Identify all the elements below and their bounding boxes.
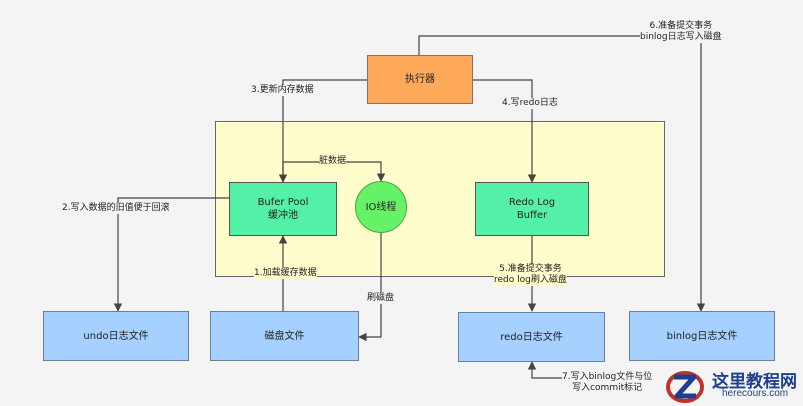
label-step6-line1: 6.准备提交事务 [649, 21, 713, 31]
label-step5-line2: redo log刷入磁盘 [494, 275, 567, 285]
label-step7-line2: 写入commit标记 [572, 383, 643, 393]
watermark-logo-icon [666, 371, 704, 403]
edge-update-memory [278, 79, 367, 183]
binlog-file-label: binlog日志文件 [666, 330, 738, 342]
redo-file-label: redo日志文件 [500, 331, 563, 343]
label-step3: 3.更新内存数据 [251, 85, 314, 96]
watermark-url: herecours.com [722, 388, 789, 399]
buffer-pool-node: Bufer Pool 缓冲池 [229, 182, 337, 236]
edge-binlog-commit [418, 35, 706, 312]
edge-write-redo [473, 79, 537, 183]
label-step6-line2: binlog日志写入磁盘 [640, 32, 722, 42]
redo-buffer-label-2: Buffer [516, 210, 548, 221]
watermark-title: 这里教程网 [712, 372, 797, 392]
label-step5: 5.准备提交事务 redo log刷入磁盘 [494, 264, 567, 286]
label-step7: 7.写入binlog文件与位 写入commit标记 [562, 372, 653, 394]
edge-flush-disk [358, 233, 382, 342]
redo-log-file-node: redo日志文件 [458, 312, 605, 362]
executor-node: 执行器 [367, 55, 473, 104]
label-step1: 1.加载缓存数据 [254, 268, 317, 279]
label-step2: 2.写入数据的旧值便于回滚 [62, 203, 170, 214]
undo-file-label: undo日志文件 [83, 330, 149, 342]
label-step6: 6.准备提交事务 binlog日志写入磁盘 [640, 21, 722, 43]
undo-log-file-node: undo日志文件 [43, 311, 189, 361]
executor-label: 执行器 [405, 74, 435, 85]
label-dirty-data: 脏数据 [319, 156, 347, 167]
disk-file-node: 磁盘文件 [210, 311, 359, 361]
redo-buffer-label-1: Redo Log [508, 197, 556, 208]
label-step4: 4.写redo日志 [502, 98, 558, 109]
label-flush-disk: 刷磁盘 [367, 293, 395, 304]
buffer-pool-label-en: Bufer Pool [257, 197, 309, 208]
io-thread-label: IO线程 [365, 201, 397, 213]
redo-log-buffer-node: Redo Log Buffer [475, 182, 589, 236]
disk-file-label: 磁盘文件 [264, 330, 305, 342]
binlog-file-node: binlog日志文件 [629, 311, 775, 361]
buffer-pool-label-cn: 缓冲池 [268, 210, 298, 221]
label-step5-line1: 5.准备提交事务 [499, 264, 562, 274]
label-step7-line1: 7.写入binlog文件与位 [562, 372, 653, 382]
edge-undo [113, 197, 229, 312]
io-thread-node: IO线程 [355, 181, 407, 233]
